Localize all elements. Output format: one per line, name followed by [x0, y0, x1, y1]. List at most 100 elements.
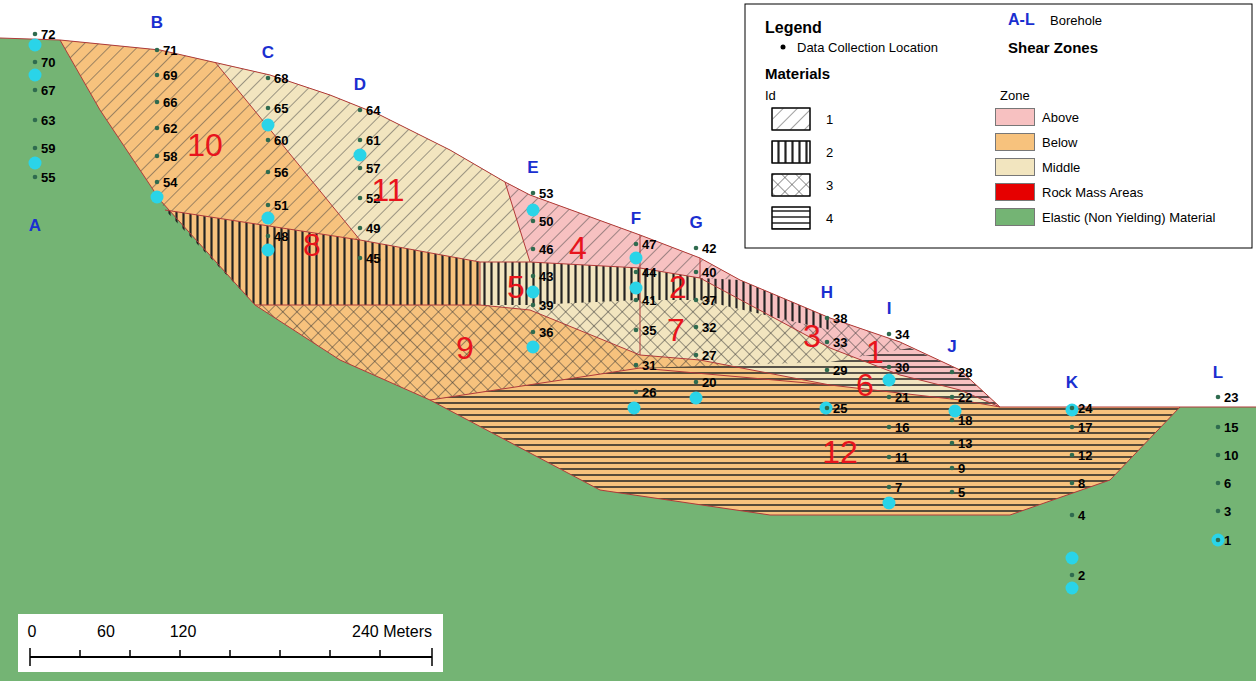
data-point-dot: [825, 406, 830, 411]
data-point-number: 53: [539, 187, 553, 200]
data-point-number: 43: [539, 270, 553, 283]
material-sample: [772, 174, 810, 196]
data-point-dot: [266, 170, 271, 175]
data-point-number: 57: [366, 162, 380, 175]
data-point-dot: [694, 246, 699, 251]
borehole-highlight: [354, 149, 367, 162]
data-point-number: 66: [163, 96, 177, 109]
data-point-number: 24: [1078, 402, 1092, 415]
data-point-dot: [358, 138, 363, 143]
data-point-number: 37: [702, 294, 716, 307]
borehole-highlight: [1066, 404, 1079, 417]
data-point-number: 16: [895, 421, 909, 434]
data-point-dot: [33, 88, 38, 93]
borehole-letter: L: [1213, 364, 1223, 381]
data-point-dot: [887, 485, 892, 490]
data-point-number: 25: [833, 402, 847, 415]
material-sample: [772, 207, 810, 229]
legend-swatch: [995, 183, 1035, 201]
data-point-dot: [1070, 481, 1075, 486]
data-point-number: 34: [895, 328, 909, 341]
data-point-number: 54: [163, 176, 177, 189]
data-point-number: 18: [958, 414, 972, 427]
legend-text: Rock Mass Areas: [1042, 186, 1143, 199]
data-point-number: 6: [1224, 477, 1231, 490]
borehole-letter: F: [631, 210, 641, 227]
legend-subheading: Id: [765, 89, 776, 102]
data-point-number: 58: [163, 150, 177, 163]
data-point-dot: [33, 118, 38, 123]
data-point-dot: [33, 60, 38, 65]
data-point-dot: [531, 219, 536, 224]
borehole-highlight: [262, 119, 275, 132]
zone-number: 6: [856, 369, 874, 401]
data-point-dot: [531, 330, 536, 335]
data-point-number: 29: [833, 364, 847, 377]
zone-number: 12: [822, 436, 858, 468]
borehole-highlight: [628, 402, 641, 415]
data-point-number: 28: [958, 366, 972, 379]
data-point-number: 55: [41, 171, 55, 184]
legend-swatch: [995, 108, 1035, 126]
data-point-number: 23: [1224, 391, 1238, 404]
data-point-number: 63: [41, 114, 55, 127]
data-point-dot: [358, 108, 363, 113]
data-point-dot: [1216, 538, 1221, 543]
data-point-dot: [825, 368, 830, 373]
borehole-letter: G: [689, 214, 702, 231]
data-point-number: 22: [958, 391, 972, 404]
data-point-number: 15: [1224, 421, 1238, 434]
data-point-number: 17: [1078, 421, 1092, 434]
material-4-hatch: [430, 348, 1180, 515]
data-point-number: 10: [1224, 449, 1238, 462]
legend-swatch: [995, 158, 1035, 176]
data-point-number: 60: [274, 134, 288, 147]
borehole-highlight: [630, 282, 643, 295]
borehole-letter: D: [354, 76, 366, 93]
data-point-dot: [531, 303, 536, 308]
data-point-dot: [1216, 509, 1221, 514]
legend-heading: Materials: [765, 66, 830, 81]
data-point-number: 11: [895, 451, 909, 464]
data-point-dot: [266, 138, 271, 143]
material-hatch-sample: [772, 207, 810, 229]
borehole-highlight: [527, 341, 540, 354]
borehole-letter: H: [821, 284, 833, 301]
material-sample: [772, 108, 810, 130]
data-point-dot: [1216, 453, 1221, 458]
legend-text: 2: [826, 146, 833, 159]
data-point-number: 41: [642, 294, 656, 307]
data-point-dot: [694, 298, 699, 303]
legend-text: Elastic (Non Yielding) Material: [1042, 211, 1215, 224]
material-1-hatch: [60, 40, 740, 280]
data-point-dot: [950, 370, 955, 375]
data-point-dot: [694, 270, 699, 275]
borehole-highlight: [883, 374, 896, 387]
data-point-number: 51: [274, 199, 288, 212]
data-point-number: 49: [366, 222, 380, 235]
data-point-number: 50: [539, 215, 553, 228]
data-point-dot: [1070, 425, 1075, 430]
data-point-dot: [531, 191, 536, 196]
data-point-dot: [266, 106, 271, 111]
data-point-dot: [634, 298, 639, 303]
scale-label: 0: [28, 624, 37, 640]
data-point-number: 35: [642, 324, 656, 337]
zone-number: 8: [303, 229, 321, 261]
legend-heading: Shear Zones: [1008, 40, 1098, 55]
data-point-dot: [825, 316, 830, 321]
data-point-dot: [33, 146, 38, 151]
scale-label: 240 Meters: [352, 624, 432, 640]
scale-label: 60: [97, 624, 115, 640]
borehole-letter: C: [262, 44, 274, 61]
data-point-dot: [825, 340, 830, 345]
data-point-number: 47: [642, 238, 656, 251]
data-point-dot: [634, 363, 639, 368]
data-point-dot: [634, 242, 639, 247]
data-point-number: 8: [1078, 477, 1085, 490]
material-hatch-sample: [772, 174, 810, 196]
zone-number: 3: [803, 320, 821, 352]
data-point-dot: [634, 328, 639, 333]
zone-number: 9: [456, 332, 474, 364]
data-point-number: 36: [539, 326, 553, 339]
